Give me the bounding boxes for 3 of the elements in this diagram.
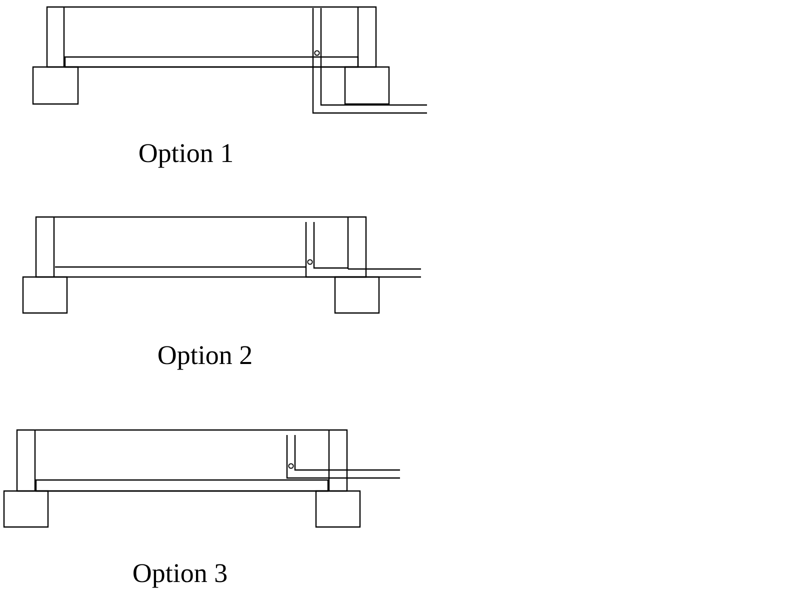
option-caption: Option 3 <box>132 560 228 587</box>
option-caption: Option 1 <box>138 140 234 167</box>
option-caption: Option 2 <box>157 342 253 369</box>
